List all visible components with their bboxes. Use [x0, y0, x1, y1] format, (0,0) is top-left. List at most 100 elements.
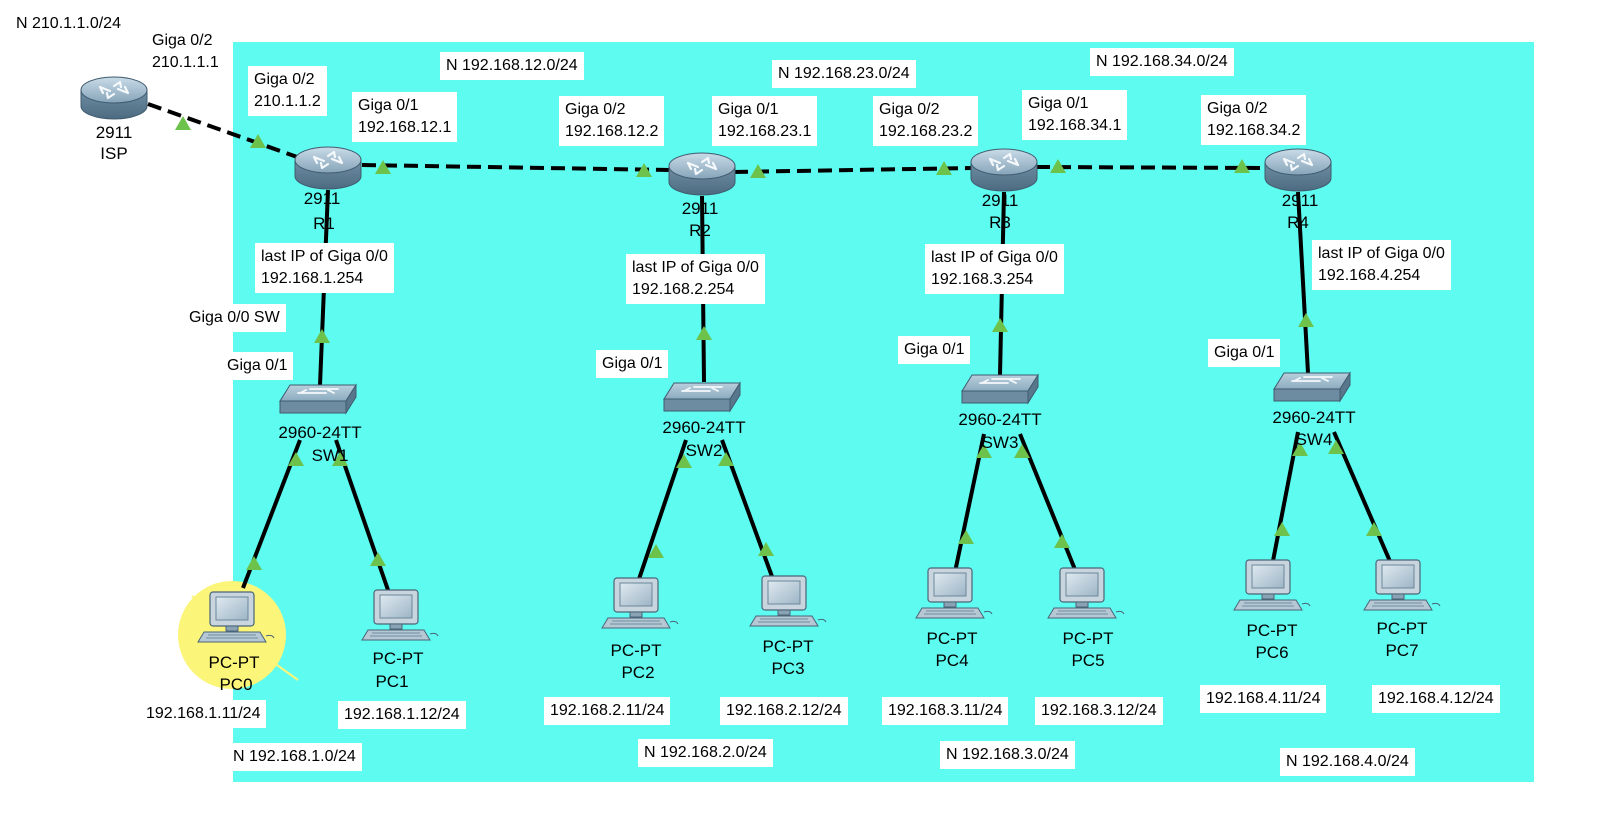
switch-icon — [1273, 372, 1351, 402]
device-model: 2911 — [682, 199, 719, 218]
router-icon — [79, 75, 149, 121]
device-model: 2960-24TT — [1272, 408, 1355, 427]
pc-pc7[interactable]: PC-PT PC7 — [1363, 559, 1441, 660]
device-name: SW2 — [686, 441, 723, 460]
device-model: PC-PT — [1063, 629, 1114, 648]
device-name: R2 — [689, 221, 711, 240]
pc-pc4[interactable]: PC-PT PC4 — [915, 567, 993, 670]
link-r3-r4[interactable] — [1035, 165, 1269, 170]
router-isp[interactable]: 2911 ISP — [79, 75, 149, 163]
device-name: SW3 — [982, 433, 1019, 452]
interface-label-r2-g01: Giga 0/1 192.168.23.1 — [712, 96, 818, 146]
link-sw2-pc2[interactable] — [636, 439, 688, 583]
link-up-triangle — [648, 544, 664, 558]
link-up-triangle — [696, 326, 712, 340]
link-up-triangle — [1298, 313, 1314, 327]
link-r1-r2[interactable] — [361, 163, 671, 172]
interface-label-sw1-uplink: Giga 0/0 SW — [183, 304, 286, 332]
link-up-triangle — [1054, 534, 1070, 548]
pc-pc3[interactable]: PC-PT PC3 — [749, 575, 827, 678]
interface-label-sw1-g01: Giga 0/1 — [221, 352, 294, 380]
device-name: PC3 — [771, 659, 804, 678]
pc-pc5[interactable]: PC-PT PC5 — [1047, 567, 1125, 670]
pc6-ip-label: 192.168.4.11/24 — [1200, 685, 1327, 713]
link-sw4-pc7[interactable] — [1332, 431, 1394, 567]
device-model: PC-PT — [1377, 619, 1428, 638]
device-model: 2911 — [1282, 191, 1319, 210]
pc-pc6[interactable]: PC-PT PC6 — [1233, 559, 1311, 662]
pc0-selection-line — [191, 595, 201, 605]
pc-pc1[interactable]: PC-PT PC1 — [361, 589, 439, 691]
link-up-triangle — [1292, 442, 1308, 456]
pc3-ip-label: 192.168.2.12/24 — [720, 697, 848, 725]
link-up-triangle — [976, 444, 992, 458]
device-name: SW1 — [312, 446, 349, 465]
device-model: 2960-24TT — [662, 418, 745, 437]
link-up-triangle — [1274, 522, 1290, 536]
device-name: PC5 — [1071, 651, 1104, 670]
wan-links — [147, 102, 1269, 174]
link-up-triangle — [1328, 440, 1344, 454]
switch-sw1[interactable]: 2960-24TT SW1 — [278, 384, 362, 465]
interface-label-isp-g02: Giga 0/2 210.1.1.1 — [152, 32, 219, 71]
link-up-triangle — [718, 452, 734, 466]
interface-label-r2-g00: last IP of Giga 0/0 192.168.2.254 — [626, 254, 765, 304]
pc2-ip-label: 192.168.2.11/24 — [544, 697, 671, 725]
device-name: PC4 — [935, 651, 968, 670]
device-model: 2911 — [982, 191, 1019, 210]
link-up-triangle — [288, 452, 304, 466]
device-model: PC-PT — [611, 641, 662, 660]
pc-pc2[interactable]: PC-PT PC2 — [601, 577, 679, 682]
network-label-lan2: N 192.168.2.0/24 — [638, 739, 773, 767]
router-r4[interactable]: 2911 R4 — [1263, 147, 1333, 232]
device-name: R1 — [313, 214, 335, 233]
router-r3[interactable]: 2911 R3 — [969, 147, 1039, 232]
device-model: PC-PT — [1247, 621, 1298, 640]
network-label-r3-r4: N 192.168.34.0/24 — [1090, 48, 1234, 76]
link-up-triangle — [375, 160, 391, 174]
device-model: 2960-24TT — [958, 410, 1041, 429]
device-name: PC6 — [1255, 643, 1288, 662]
router-icon — [969, 147, 1039, 193]
pc7-ip-label: 192.168.4.12/24 — [1372, 685, 1500, 713]
switch-sw4[interactable]: 2960-24TT SW4 — [1272, 372, 1356, 449]
link-isp-r1[interactable] — [147, 102, 301, 160]
interface-label-r1-g02: Giga 0/2 210.1.1.2 — [248, 66, 327, 116]
device-model: PC-PT — [209, 653, 260, 672]
pc5-ip-label: 192.168.3.12/24 — [1035, 697, 1163, 725]
interface-label-r2-g02: Giga 0/2 192.168.12.2 — [559, 96, 665, 146]
device-model: PC-PT — [373, 649, 424, 668]
router-icon — [1263, 147, 1333, 193]
router-r1[interactable]: 2911 R1 — [293, 145, 363, 233]
pc-pc0[interactable]: PC-PT PC0 — [197, 591, 275, 694]
switch-icon — [961, 374, 1039, 404]
device-model: 2911 — [304, 189, 341, 208]
switch-sw2[interactable]: 2960-24TT SW2 — [662, 382, 746, 460]
link-up-triangle — [676, 454, 692, 468]
switch-sw3[interactable]: 2960-24TT SW3 — [958, 374, 1042, 452]
router-icon — [293, 145, 363, 191]
link-up-triangle — [758, 542, 774, 556]
link-up-triangle — [1050, 159, 1066, 173]
network-label-isp: N 210.1.1.0/24 — [10, 10, 127, 38]
router-r2[interactable]: 2911 R2 — [667, 151, 737, 240]
link-up-triangle — [636, 163, 652, 177]
pc1-ip-label: 192.168.1.12/24 — [338, 701, 466, 729]
link-r2-r3[interactable] — [733, 166, 973, 174]
link-r4-sw4[interactable] — [1296, 191, 1310, 374]
interface-label-r3-g00: last IP of Giga 0/0 192.168.3.254 — [925, 244, 1064, 294]
device-name: R4 — [1287, 213, 1309, 232]
switch-icon — [279, 384, 357, 414]
network-label-lan3: N 192.168.3.0/24 — [940, 741, 1075, 769]
device-model: PC-PT — [763, 637, 814, 656]
link-up-triangle — [1366, 522, 1382, 536]
link-up-triangle — [992, 318, 1008, 332]
interface-label-r3-g02: Giga 0/2 192.168.23.2 — [873, 96, 979, 146]
device-name: PC2 — [621, 663, 654, 682]
link-up-triangle — [1234, 159, 1250, 173]
pc0-selection-line — [269, 659, 299, 681]
device-name: PC0 — [219, 675, 252, 694]
interface-label-r1-g00: last IP of Giga 0/0 192.168.1.254 — [255, 243, 394, 293]
link-status-indicators — [175, 116, 1382, 570]
